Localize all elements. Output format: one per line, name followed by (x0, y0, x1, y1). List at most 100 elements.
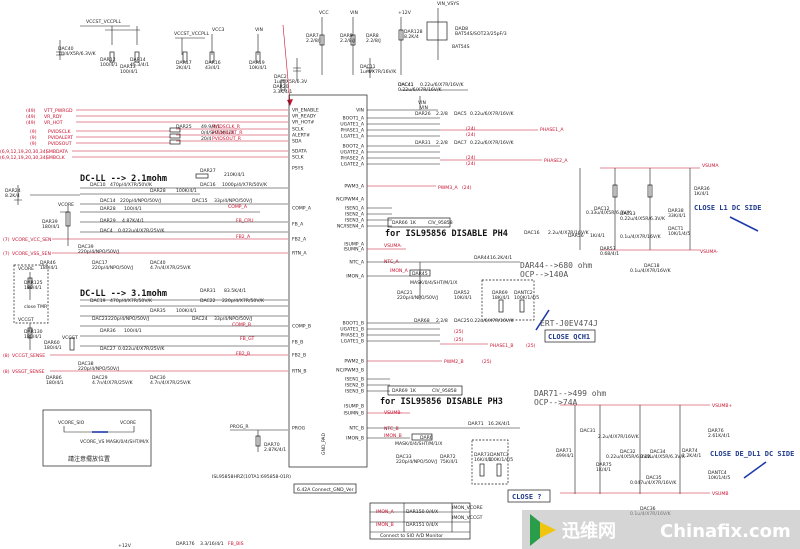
svg-text:0/4/SHT/M/1/X: 0/4/SHT/M/1/X (201, 130, 234, 136)
svg-text:DAR86: DAR86 (46, 375, 62, 381)
vcore-text-2: VCORE (120, 420, 136, 426)
svg-text:33p/4/NPO/50V/J: 33p/4/NPO/50V/J (214, 198, 252, 204)
svg-text:IMON_B: IMON_B (384, 433, 402, 439)
svg-text:DAC25: DAC25 (454, 318, 470, 324)
svg-text:0.22u/6/X7R/16V/K: 0.22u/6/X7R/16V/K (470, 140, 515, 146)
svg-text:180/4/1: 180/4/1 (24, 334, 42, 340)
svg-text:18K/4/1: 18K/4/1 (492, 295, 510, 301)
close-de-dl1: CLOSE DE_DL1 DC SIDE (710, 450, 794, 458)
bottom-line: +12V DAR176 3.3/16/4/1 FB_BIS (118, 541, 244, 549)
close-q: CLOSE ? (512, 493, 542, 501)
ic-pin-label-right: ISEN2_A (345, 212, 365, 218)
ic-pin-label-left: SCLK (292, 155, 305, 161)
mask-block: VCORE_SIO VCORE VCORE_VS MASK/0/4/SHT/M/… (42, 409, 152, 467)
svg-text:DAR52: DAR52 (454, 290, 470, 296)
svg-text:100K/4/1: 100K/4/1 (176, 308, 197, 314)
svg-text:DAC36: DAC36 (640, 506, 656, 512)
sig-num-4: (9) (30, 135, 37, 141)
svg-text:DAC38: DAC38 (78, 361, 94, 367)
svg-text:PVIDALERT_R: PVIDALERT_R (212, 130, 243, 136)
svg-text:DAR73: DAR73 (474, 452, 490, 458)
svg-text:MASK/0/4/SHT/M/1/X: MASK/0/4/SHT/M/1/X (410, 280, 457, 286)
svg-text:2.2u/4/X7R/16V/K: 2.2u/4/X7R/16V/K (598, 434, 640, 440)
part-value: 8.2K/4 (404, 34, 419, 40)
svg-text:4.7n/4/X7R/25V/K: 4.7n/4/X7R/25V/K (150, 265, 192, 271)
svg-text:PVIDSOUT_R: PVIDSOUT_R (212, 136, 242, 142)
ic-pin-label-right: BOOT2_A (343, 144, 365, 150)
svg-text:DAR68: DAR68 (414, 318, 430, 324)
svg-text:DAC31: DAC31 (580, 428, 596, 434)
vccgt-sense: VCCGT_SENSE (12, 353, 45, 359)
svg-text:100/4/1: 100/4/1 (124, 328, 142, 334)
dc-ll-a-label: DC-LL --> 2.1mohm (80, 174, 167, 184)
svg-text:220p/4/X7R/50V/K: 220p/4/X7R/50V/K (222, 298, 265, 304)
svg-text:33p/4/NPO/50V/J: 33p/4/NPO/50V/J (214, 316, 252, 322)
svg-text:PVIDSCLK_R: PVIDSCLK_R (212, 124, 241, 130)
svg-text:8.2K/4: 8.2K/4 (5, 193, 20, 199)
svg-text:DAR29: DAR29 (100, 218, 116, 224)
svg-text:DAC15: DAC15 (192, 198, 208, 204)
part-value: 43/4/1 (205, 65, 220, 71)
left-signal-block: (49) VTT_PWRGD (49) VR_RDY (49) VR_HOT (… (0, 108, 288, 161)
part-ref: DAC41 (398, 82, 414, 88)
part-value: 45.3/4/1 (130, 62, 149, 68)
net-num-1: (24) (466, 132, 476, 138)
svg-text:DAR69: DAR69 (492, 290, 508, 296)
svg-text:DAR36: DAR36 (100, 328, 116, 334)
svg-text:DAR57: DAR57 (600, 246, 616, 252)
svg-text:(8): (8) (3, 369, 10, 375)
svg-text:DAR24: DAR24 (5, 188, 21, 194)
svg-text:DAR66: DAR66 (392, 220, 408, 226)
vsuma-label: VSUMA (702, 163, 719, 169)
ic-pin-label-right: ISEN3_A (345, 218, 365, 224)
ic-pin-label-right: LGATE1_B (341, 339, 364, 345)
isl-disable-a: for ISL95856 DISABLE PH4 (385, 229, 508, 239)
ic-pin-label-right: NC/PWM3_B (336, 368, 364, 374)
dar71-note: DAR71-->499 ohm (534, 389, 606, 398)
bottom-rail: +12V (118, 543, 132, 549)
svg-text:0.22u/4/X5R/6.3V/K: 0.22u/4/X5R/6.3V/K (620, 216, 666, 222)
svg-text:PROG_R: PROG_R (230, 424, 249, 430)
svg-text:NTC_B: NTC_B (384, 426, 399, 432)
imon-row-part-1: DAR151 0/4/X (406, 522, 438, 528)
svg-text:20/4: 20/4 (201, 136, 211, 142)
svg-text:DAC5: DAC5 (454, 111, 467, 117)
controller-ic: VR_ENABLEVR_READYVR_HOT#SCLKALERT#SDASDA… (212, 94, 368, 494)
svg-text:2.2u/4/X7R/16V/K: 2.2u/4/X7R/16V/K (548, 230, 590, 236)
ic-pin-label-right: ISUMN_A (344, 247, 365, 253)
svg-text:DAC4: DAC4 (100, 228, 113, 234)
svg-text:DAC34: DAC34 (650, 449, 666, 455)
svg-text:4.7n/4/X7R/25V/K: 4.7n/4/X7R/25V/K (92, 380, 134, 386)
part-value: 2.2/8/J (366, 38, 381, 44)
part-ref: DAR13 (120, 64, 136, 70)
svg-text:DAC32: DAC32 (620, 449, 636, 455)
part-ref: DAR16 (205, 60, 221, 66)
part-value: 3.3K/4/1 (273, 89, 292, 95)
watermark-en: Chinafix.com (660, 521, 791, 542)
svg-text:DAR130: DAR130 (24, 329, 43, 335)
ic-pin-label-right: LGATE1_A (341, 134, 365, 140)
ic-pin-label-left: VR_HOT# (292, 120, 315, 126)
svg-text:DAC14: DAC14 (100, 198, 116, 204)
mask-chinese: 請注意擺放位置 (68, 455, 110, 463)
sig-name-smbclk: SMBCLK (46, 155, 66, 161)
svg-text:100K/4/1: 100K/4/1 (176, 188, 197, 194)
part-ref: DAR9 (340, 33, 353, 39)
part-ref: DAR20 (273, 84, 289, 90)
ic-pin-label-right: PWM2_B (344, 359, 364, 365)
imon-title-2: IMON_VCCGT (452, 515, 483, 521)
svg-text:DAC33: DAC33 (396, 454, 412, 460)
imon-row-part-0: DAR150 0/4/X (406, 509, 438, 515)
vcore-vss-sen: VCORE_VSS_SEN (12, 251, 51, 257)
part-value: 100/4/1 (120, 69, 138, 75)
svg-text:0.22u/6/X7R/16V/K: 0.22u/6/X7R/16V/K (470, 318, 515, 324)
part-ref: DAC2 (274, 74, 287, 80)
svg-text:2.2/8: 2.2/8 (436, 111, 448, 117)
svg-text:499/4/1: 499/4/1 (556, 453, 574, 459)
ic-part-number: ISL95858HRZ(10TA1:695858-01R) (212, 474, 291, 480)
svg-text:DAR45: DAR45 (412, 271, 428, 277)
net-num-0: (24) (466, 126, 476, 132)
ic-pin-label-left: SCLK (292, 127, 305, 133)
ic-pin-label-right: NC/ISEN4_A (337, 224, 365, 230)
